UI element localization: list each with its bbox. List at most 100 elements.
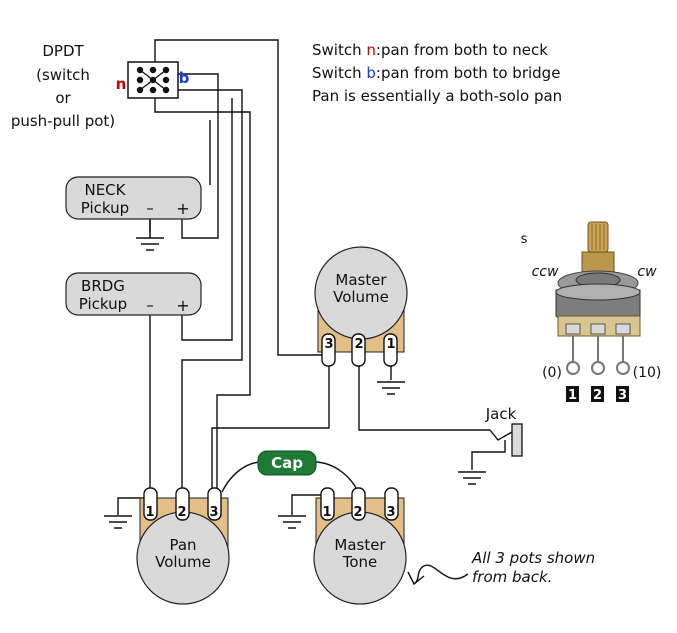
master-volume-lug-2-label: 2 — [354, 337, 363, 352]
wire-bridge-hot — [181, 98, 233, 341]
note-line-2: Switch b:pan from both to bridge — [312, 64, 560, 82]
master-volume-lug-1-label: 1 — [386, 337, 395, 352]
neck-pickup-label-2: Pickup — [81, 199, 129, 217]
jack-ground-symbol — [458, 471, 486, 485]
pot-illustration-lug-1-badge — [566, 386, 579, 402]
pan-volume-pot: Pan Volume 1 2 3 — [104, 487, 230, 605]
master-tone-lug-3-label: 3 — [386, 505, 395, 520]
master-volume-label-1: Master — [335, 271, 387, 289]
master-volume-ground-symbol — [377, 381, 405, 395]
dpdt-switch: DPDT (switch or push-pull pot) n b — [11, 42, 190, 130]
pot-illustration-lug-2-badge — [591, 386, 604, 402]
pot-illustration-lug-3-label: 3 — [618, 388, 627, 403]
wire-pan-to-cap — [221, 461, 263, 493]
tone-capacitor: Cap — [257, 450, 317, 476]
back-note: All 3 pots shown from back. — [471, 549, 595, 586]
wire-jack-ground — [471, 440, 506, 470]
master-tone-label-2: Tone — [342, 553, 378, 571]
master-tone-label-1: Master — [334, 536, 386, 554]
wire-switch-bottom — [154, 98, 251, 490]
switch-terminals — [136, 66, 170, 94]
pot-illustration: s ccw cw (0) (10) — [521, 221, 662, 403]
annotation-arrowhead — [407, 571, 425, 586]
wire-tone-ground — [291, 494, 322, 515]
master-volume-lug-1 — [383, 333, 398, 367]
pan-volume-lug-2 — [175, 487, 190, 521]
wire-switch-to-master-vol — [154, 39, 322, 356]
pan-volume-label-2: Volume — [155, 553, 211, 571]
pot-terminals — [565, 323, 631, 335]
wires — [117, 39, 506, 586]
bridge-pickup-minus: – — [146, 296, 154, 314]
note-1-key: n — [366, 41, 376, 59]
wire-pan-ground — [117, 497, 146, 515]
output-jack: Jack — [458, 405, 523, 485]
master-tone-pot: Master Tone 1 2 3 — [278, 487, 407, 605]
pot-illustration-cw-label: cw — [637, 264, 657, 280]
switch-n-label: n — [116, 75, 127, 93]
bridge-pickup-plus: + — [176, 296, 189, 315]
note-1-rest: :pan from both to neck — [376, 41, 548, 59]
neck-pickup-body — [65, 176, 202, 220]
wire-switch-right-2 — [178, 89, 243, 490]
master-volume-lug-3-label: 3 — [324, 337, 333, 352]
back-note-line-2: from back. — [472, 568, 552, 586]
wire-master-to-pan — [211, 365, 330, 490]
note-line-1: Switch n:pan from both to neck — [312, 41, 548, 59]
master-tone-lug-1-label: 1 — [322, 505, 331, 520]
notes: Switch n:pan from both to neck Switch b:… — [312, 41, 562, 105]
pan-volume-lug-3-label: 3 — [209, 505, 218, 520]
neck-pickup: NECK Pickup – + — [65, 176, 202, 251]
master-tone-lug-3 — [384, 487, 399, 521]
switch-title-line-2: (switch — [36, 66, 90, 84]
jack-label: Jack — [485, 405, 517, 423]
pot-illustration-right-value: (10) — [633, 365, 662, 381]
pan-volume-lug-3 — [207, 487, 222, 521]
bridge-pickup-body — [65, 272, 202, 316]
pot-illustration-lug-1-label: 1 — [568, 388, 577, 403]
pan-volume-ground-symbol — [104, 515, 132, 529]
wire-master-to-jack — [358, 365, 490, 431]
master-volume-lug-2 — [351, 333, 366, 367]
master-volume-pot: Master Volume 3 2 1 — [314, 246, 408, 395]
pan-volume-lug-1 — [143, 487, 158, 521]
pot-illustration-lug-3-badge — [616, 386, 629, 402]
pot-illustration-left-value: (0) — [542, 365, 562, 381]
neck-ground-symbol — [136, 219, 164, 251]
bridge-pickup: BRDG Pickup – + — [65, 272, 202, 316]
back-note-line-1: All 3 pots shown — [471, 549, 595, 567]
bridge-pickup-label-1: BRDG — [81, 277, 125, 295]
wire-switch-right-1 — [178, 73, 219, 239]
pot-illustration-lug-2-label: 2 — [593, 388, 602, 403]
note-2-prefix: Switch — [312, 64, 366, 82]
neck-pickup-plus: + — [176, 199, 189, 218]
pot-illustration-s-label: s — [521, 232, 528, 247]
switch-title-line-3: or — [55, 89, 71, 107]
wire-cap-to-tone — [313, 461, 359, 493]
master-volume-label-2: Volume — [333, 288, 389, 306]
annotation-arrow — [414, 564, 469, 584]
switch-b-label: b — [179, 69, 190, 87]
cap-label: Cap — [271, 454, 303, 472]
master-tone-ground-symbol — [278, 515, 306, 529]
master-volume-lug-3 — [321, 333, 336, 367]
note-1-prefix: Switch — [312, 41, 366, 59]
cap-body — [257, 450, 317, 476]
bridge-pickup-label-2: Pickup — [79, 295, 127, 313]
note-line-3: Pan is essentially a both-solo pan — [312, 87, 562, 105]
master-tone-lug-1 — [320, 487, 335, 521]
master-tone-lug-2 — [351, 487, 366, 521]
pan-volume-label-1: Pan — [169, 536, 196, 554]
switch-title-line-4: push-pull pot) — [11, 112, 115, 130]
pan-volume-lug-2-label: 2 — [177, 505, 186, 520]
master-tone-lug-2-label: 2 — [353, 505, 362, 520]
jack-body — [511, 423, 523, 457]
pot-shaft-knurl — [591, 224, 605, 250]
note-2-rest: :pan from both to bridge — [376, 64, 561, 82]
switch-title-line-1: DPDT — [42, 42, 84, 60]
pot-lugs — [566, 336, 630, 375]
note-2-key: b — [366, 64, 376, 82]
neck-pickup-minus: – — [146, 199, 154, 217]
jack-tip — [489, 429, 513, 441]
